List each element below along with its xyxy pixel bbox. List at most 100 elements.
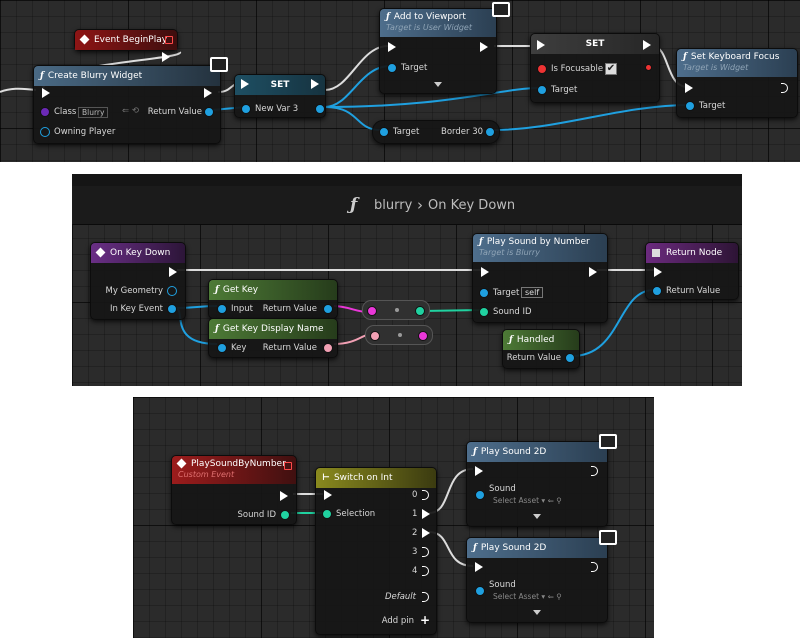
key-pin[interactable] <box>217 343 227 353</box>
in-key-event-pin[interactable] <box>167 304 177 314</box>
convert-b-output-pin[interactable] <box>418 331 428 341</box>
custom-event-sound-id-pin[interactable] <box>280 510 290 520</box>
self-default-value: self <box>521 287 544 298</box>
set-var-output-pin[interactable] <box>315 104 325 114</box>
play-sound-2d-a-sound-pin[interactable] <box>475 490 485 500</box>
set-keyboard-focus-title: Set Keyboard Focus <box>690 52 780 62</box>
create-widget-exec-in-pin[interactable] <box>42 88 50 98</box>
return-node-exec-in-pin[interactable] <box>654 267 662 277</box>
function-icon: ƒ <box>350 195 358 215</box>
play-sound-2d-b-exec-out-pin[interactable] <box>591 562 598 572</box>
get-key-input-pin[interactable] <box>217 304 227 314</box>
play-sound-2d-b-sound-pin[interactable] <box>475 586 485 596</box>
custom-event-subtitle: Custom Event <box>178 470 235 479</box>
border-getter-node[interactable]: Target Border 30 <box>372 120 500 144</box>
switch-on-int-node[interactable]: ⊢Switch on Int 0 Selection 1 2 3 4 Defau… <box>315 467 437 635</box>
function-icon: ƒ <box>215 324 219 334</box>
add-to-viewport-target-pin[interactable] <box>387 63 397 73</box>
get-key-return-pin[interactable] <box>323 304 333 314</box>
my-geometry-pin[interactable] <box>167 286 177 296</box>
begin-play-exec-out-pin[interactable] <box>162 52 170 62</box>
event-begin-play-node[interactable]: Event BeginPlay <box>74 29 178 51</box>
selection-pin[interactable] <box>322 509 332 519</box>
expand-chevron-icon[interactable] <box>533 514 541 519</box>
function-icon: ƒ <box>683 52 687 62</box>
set-keyboard-focus-exec-in-pin[interactable] <box>685 83 693 93</box>
set-var-exec-out-pin[interactable] <box>311 79 319 89</box>
case-3-exec-out-pin[interactable] <box>422 547 429 557</box>
case-4-exec-out-pin[interactable] <box>422 566 429 576</box>
is-focusable-checkbox[interactable]: ✔ <box>605 63 617 75</box>
set-var-input-pin[interactable] <box>241 104 251 114</box>
case-0-exec-out-pin[interactable] <box>422 490 429 500</box>
add-to-viewport-exec-out-pin[interactable] <box>480 42 488 52</box>
add-pin-button[interactable]: Add pin <box>381 616 414 626</box>
set-keyboard-focus-target-pin[interactable] <box>685 101 695 111</box>
play-sound-by-number-target-pin[interactable] <box>479 288 489 298</box>
create-widget-return-pin[interactable] <box>204 107 214 117</box>
sound-id-pin[interactable] <box>479 307 489 317</box>
expand-chevron-icon[interactable] <box>533 610 541 615</box>
play-sound-by-number-exec-in-pin[interactable] <box>481 267 489 277</box>
add-to-viewport-exec-in-pin[interactable] <box>388 42 396 52</box>
handled-return-pin[interactable] <box>565 353 575 363</box>
function-graph-panel[interactable]: ƒ blurry › On Key Down On Key Down My Ge… <box>72 174 742 386</box>
on-key-down-exec-out-pin[interactable] <box>169 267 177 277</box>
set-var-exec-in-pin[interactable] <box>241 79 249 89</box>
border-output-pin[interactable] <box>485 127 495 137</box>
set-focusable-target-pin[interactable] <box>537 85 547 95</box>
play-sound-by-number-exec-out-pin[interactable] <box>589 267 597 277</box>
breadcrumb-graph-link[interactable]: blurry <box>374 198 413 213</box>
create-widget-exec-out-pin[interactable] <box>204 88 212 98</box>
convert-node-a[interactable] <box>362 300 430 320</box>
default-exec-out-pin[interactable] <box>422 592 429 602</box>
play-sound-2d-b-exec-in-pin[interactable] <box>475 562 483 572</box>
set-var-node[interactable]: SET New Var 3 <box>234 74 326 118</box>
is-focusable-out-pin[interactable] <box>645 64 652 71</box>
play-sound-2d-a-asset-select[interactable]: Select Asset ▾ ⇐ ⚲ <box>493 496 562 505</box>
return-node[interactable]: Return Node Return Value <box>645 242 739 300</box>
set-focusable-node[interactable]: SET Is Focusable ✔ Target <box>530 33 660 103</box>
set-focusable-exec-out-pin[interactable] <box>643 40 651 50</box>
expand-chevron-icon[interactable] <box>434 82 442 87</box>
event-delegate-icon[interactable] <box>284 462 292 470</box>
set-focusable-exec-in-pin[interactable] <box>537 40 545 50</box>
case-1-exec-out-pin[interactable] <box>422 509 430 519</box>
is-focusable-pin[interactable] <box>537 64 547 74</box>
convert-node-b[interactable] <box>365 325 433 345</box>
convert-a-input-pin[interactable] <box>367 306 377 316</box>
switch-exec-in-pin[interactable] <box>324 490 332 500</box>
class-arrow-icon[interactable]: ⇐ ⟲ <box>122 106 139 116</box>
convert-b-input-pin[interactable] <box>370 331 380 341</box>
case-2-exec-out-pin[interactable] <box>422 528 430 538</box>
convert-a-output-pin[interactable] <box>415 306 425 316</box>
on-key-down-node[interactable]: On Key Down My Geometry In Key Event <box>90 242 186 320</box>
border-target-pin[interactable] <box>379 127 389 137</box>
add-pin-plus-icon[interactable]: + <box>420 613 431 627</box>
class-select[interactable]: Blurry <box>78 107 109 118</box>
play-sound-2d-b-asset-select[interactable]: Select Asset ▾ ⇐ ⚲ <box>493 592 562 601</box>
owning-player-pin[interactable] <box>40 127 50 137</box>
get-key-display-name-return-pin[interactable] <box>323 343 333 353</box>
class-pin[interactable] <box>40 107 50 117</box>
return-node-value-pin[interactable] <box>652 286 662 296</box>
tab-bar <box>72 174 742 186</box>
custom-event-exec-out-pin[interactable] <box>280 491 288 501</box>
set-keyboard-focus-exec-out-pin[interactable] <box>781 83 788 93</box>
event-delegate-icon[interactable] <box>165 36 173 44</box>
play-sound-2d-a-exec-in-pin[interactable] <box>475 466 483 476</box>
play-sound-2d-a-exec-out-pin[interactable] <box>591 466 598 476</box>
